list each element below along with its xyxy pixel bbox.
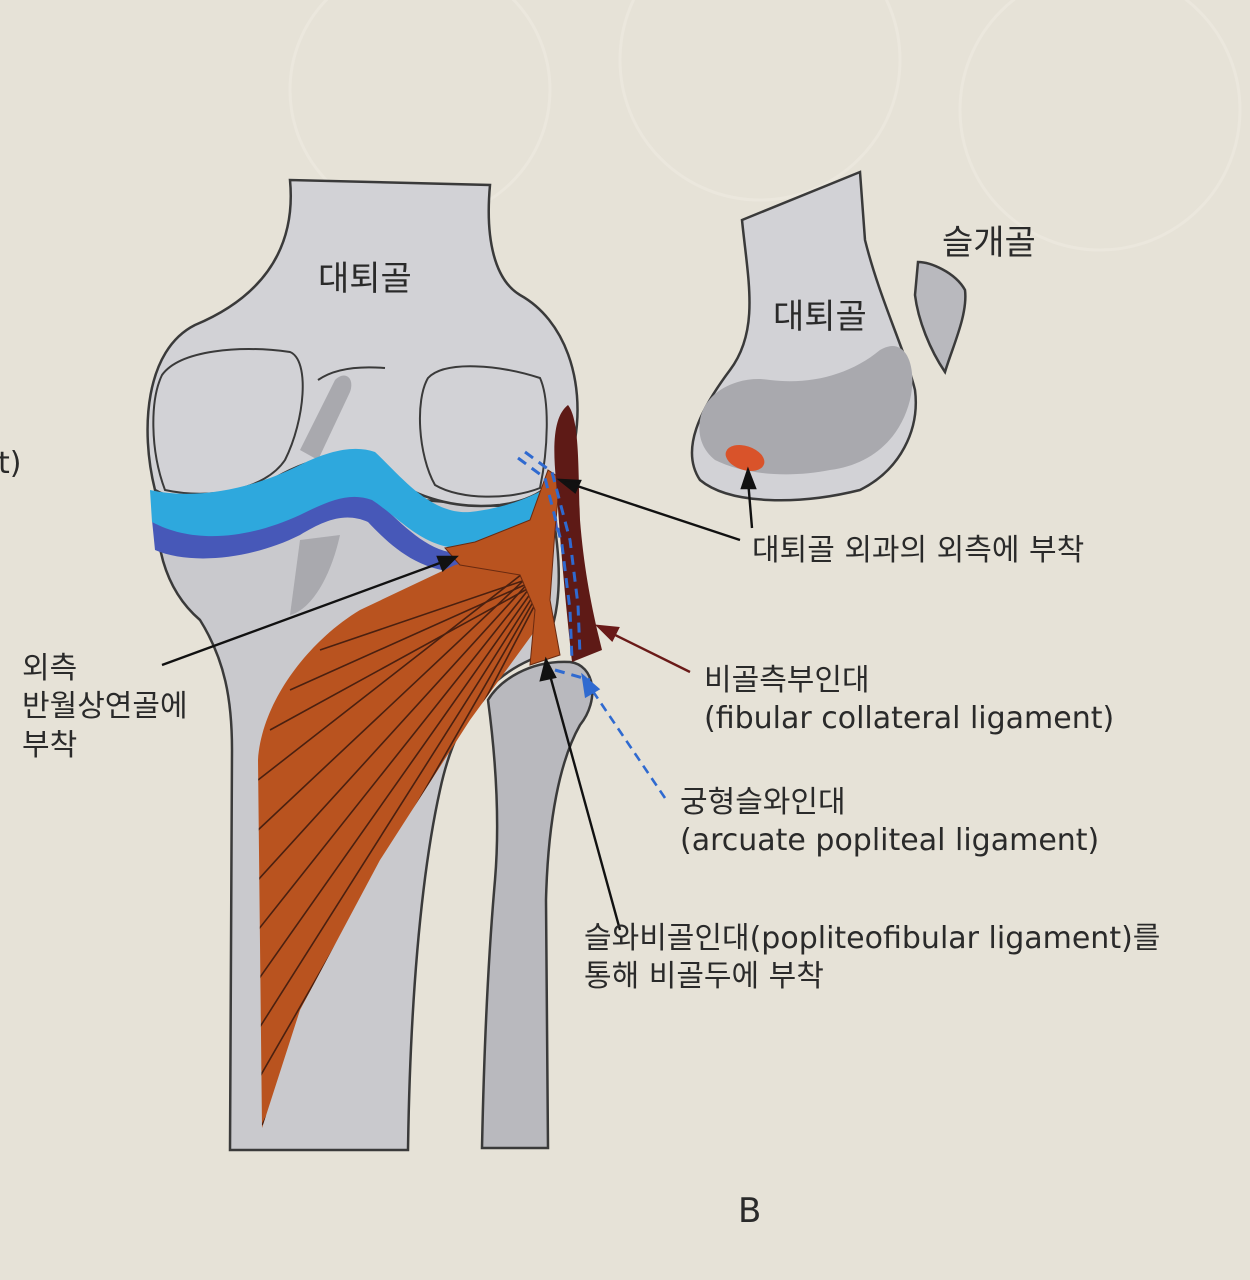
- popliteofibular-label: 슬와비골인대(popliteofibular ligament)를 통해 비골두…: [584, 921, 1161, 995]
- meniscus-attach-label: 외측 반월상연골에 부착: [22, 651, 188, 763]
- arrow-femur-attach-front: [564, 480, 741, 542]
- arrowhead: [740, 466, 757, 490]
- fibula: [480, 660, 594, 1150]
- panel-letter: B: [738, 1191, 762, 1231]
- arrow-popliteofibular: [546, 667, 622, 931]
- intercondylar-line: [317, 366, 386, 381]
- popliteus-tendon: [444, 469, 561, 666]
- tibia-shadow: [290, 535, 340, 615]
- arcuate-arrow: [581, 672, 667, 799]
- meniscus-upper-band: [150, 448, 555, 549]
- femur-attach-label: 대퇴골 외과의 외측에 부착: [752, 533, 1085, 568]
- patella: [913, 260, 967, 375]
- femur-side-articular-shade: [699, 346, 913, 475]
- label-arrows: [161, 466, 757, 931]
- fcl-label: 비골측부인대 (fibular collateral ligament): [704, 663, 1115, 737]
- femur-side-label: 대퇴골: [773, 297, 867, 337]
- lateral-condyle-outline: [152, 348, 304, 495]
- arrowhead: [436, 555, 459, 573]
- femur-front-shadow: [300, 375, 352, 460]
- arcuate-label: 궁형슬와인대 (arcuate popliteal ligament): [680, 785, 1100, 859]
- femur-front-label: 대퇴골: [318, 259, 412, 299]
- fcl-arrow: [594, 624, 691, 674]
- arrowhead: [539, 656, 557, 682]
- medial-condyle-outline: [419, 365, 548, 498]
- arrow-meniscus: [161, 558, 449, 667]
- fibular-collateral-ligament: [554, 405, 602, 662]
- arrowhead: [556, 478, 582, 494]
- arcuate-popliteal-ligament: [517, 450, 591, 682]
- edge-text-fragment: t): [0, 446, 22, 481]
- popliteus-muscle: [258, 545, 550, 1128]
- patella-label: 슬개골: [942, 223, 1036, 263]
- femoral-attachment-spot: [725, 445, 765, 471]
